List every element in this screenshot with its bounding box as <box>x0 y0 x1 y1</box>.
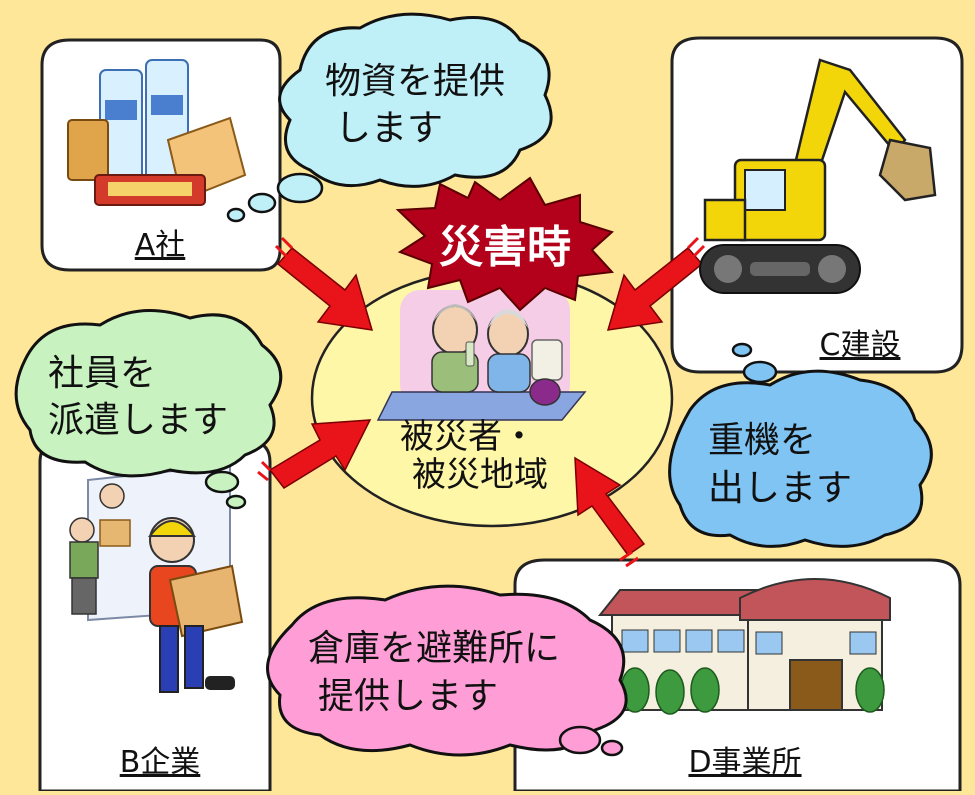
bubble-b-line-2: 派遣します <box>48 400 228 441</box>
box-b-label: B企業 <box>120 745 201 780</box>
bubble-d: 倉庫を避難所に 提供します <box>266 584 628 757</box>
box-a-label: A社 <box>135 228 186 263</box>
evacuees-icon <box>376 290 587 421</box>
arrow-from-b <box>268 419 372 489</box>
bubble-d-line-2: 提供します <box>318 676 498 717</box>
bubble-a-line-1: 物資を提供 <box>325 61 505 102</box>
bubble-b: 社員を 派遣します <box>14 308 283 510</box>
burst-label: 災害時 <box>439 222 571 273</box>
arrow-motion-marks <box>257 236 706 568</box>
center-label-line-2: 被災地域 <box>412 455 548 495</box>
bubble-c-line-1: 重機を <box>708 420 816 461</box>
warehouse-building-icon <box>597 578 891 715</box>
bubble-c-line-2: 出します <box>708 468 852 509</box>
workers-carrying-boxes-icon <box>69 463 244 693</box>
bubble-c: 重機を 出します <box>668 342 933 548</box>
bubble-d-line-1: 倉庫を避難所に <box>308 628 560 669</box>
arrows <box>268 246 704 557</box>
arrow-from-a <box>276 246 374 331</box>
box-c-label: C建設 <box>820 328 901 363</box>
box-d-label: D事業所 <box>688 745 801 780</box>
bubble-a: 物資を提供 します <box>226 12 553 223</box>
bubble-b-line-1: 社員を <box>48 353 156 394</box>
bubble-a-line-2: します <box>335 108 443 149</box>
arrow-from-c <box>606 246 704 331</box>
excavator-icon <box>699 58 937 294</box>
goods-supplies-icon <box>67 59 247 206</box>
disaster-burst: 災害時 <box>395 176 615 312</box>
arrow-from-d <box>574 456 646 557</box>
center-label-line-1: 被災者・ <box>400 417 536 457</box>
